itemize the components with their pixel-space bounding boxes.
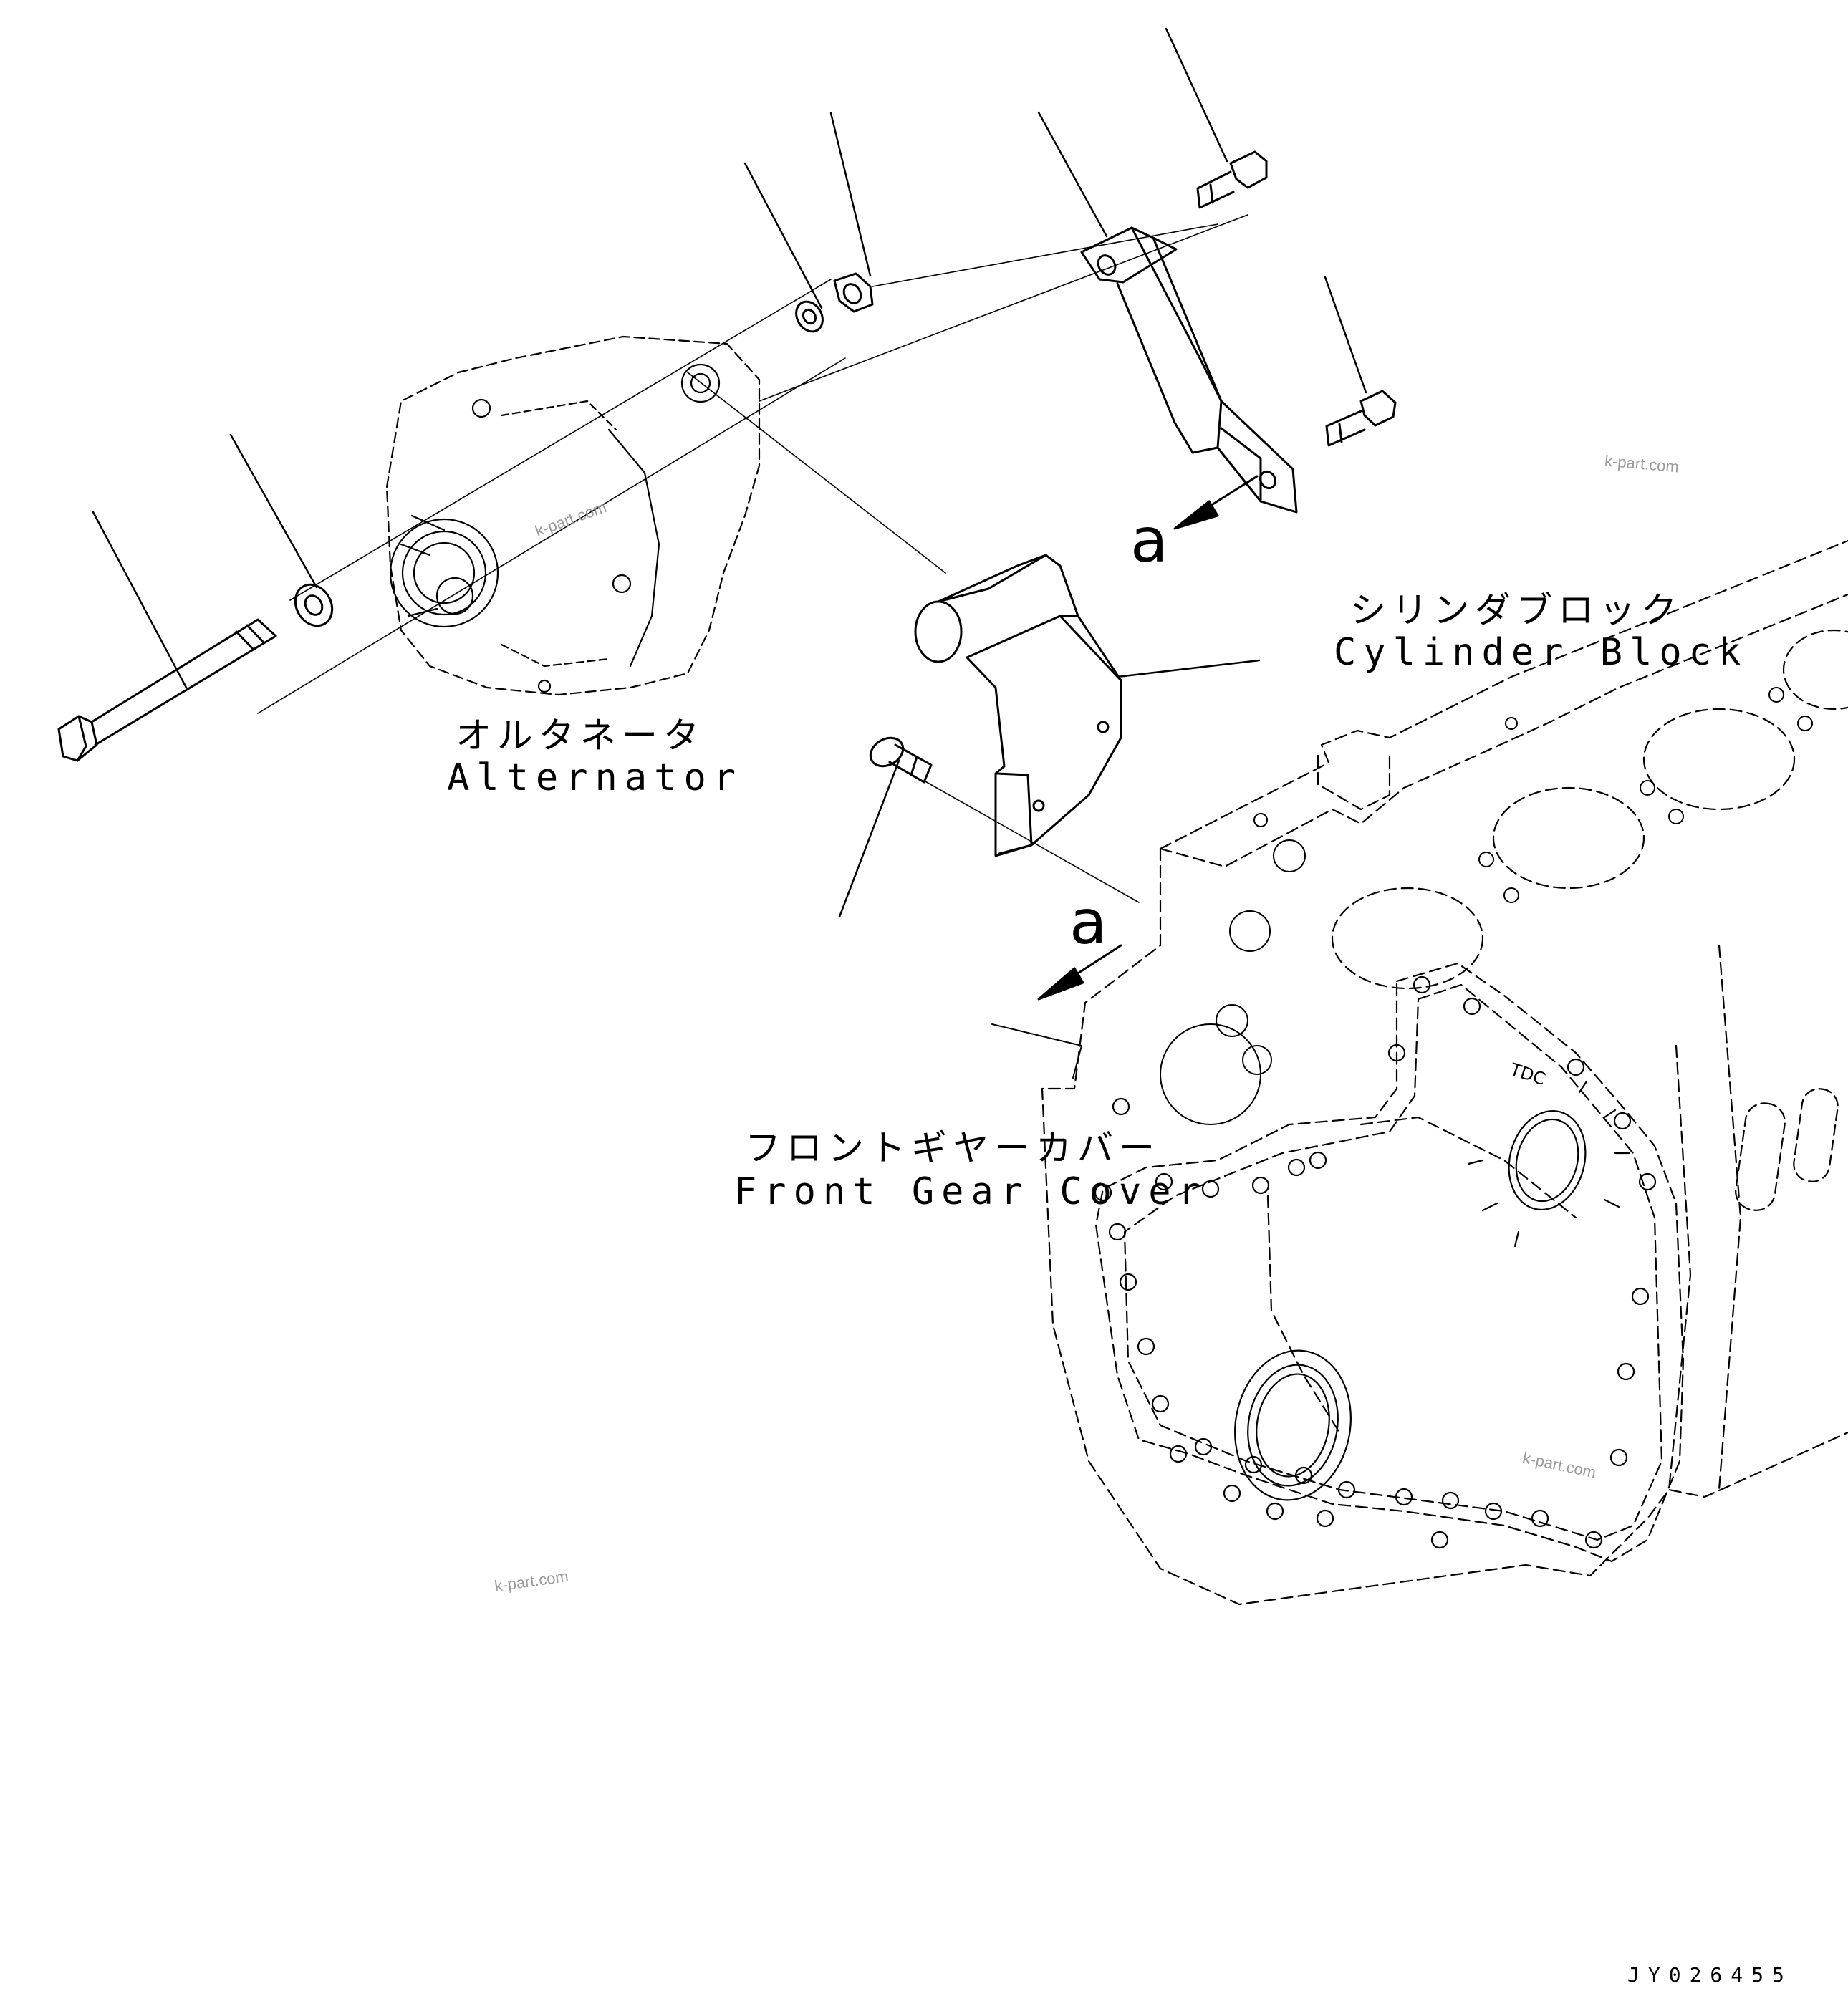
alternator-label-en: Alternator	[447, 756, 743, 799]
view-mark-lower: a	[1069, 887, 1107, 958]
view-arrow-upper	[1173, 475, 1259, 530]
crankshaft-seal	[1234, 1349, 1352, 1501]
front-gear-cover-label-en: Front Gear Cover	[734, 1170, 1208, 1213]
long-bolt	[57, 618, 277, 762]
alternator	[385, 335, 761, 696]
front-gear-cover-label-jp: フロントギヤーカバー	[745, 1127, 1160, 1169]
right-bolt	[1325, 390, 1397, 447]
view-arrow-lower	[991, 944, 1122, 1079]
cover-bolts	[1094, 975, 1657, 1549]
leader-lines	[92, 27, 1367, 918]
alternator-label-jp: オルタネータ	[456, 715, 705, 756]
side-covers	[1735, 1088, 1839, 1211]
upper-bolt	[1196, 150, 1268, 209]
tdc-seal	[1467, 1080, 1631, 1248]
alternator-washer	[294, 583, 334, 627]
bracket-bolt	[869, 736, 933, 784]
assembly-axes	[257, 214, 1248, 903]
drawing-code: JY026455	[1627, 1963, 1793, 1987]
block-holes	[1160, 687, 1813, 1125]
cylinder-bores	[1331, 629, 1848, 990]
alternator-mounting-bracket	[914, 554, 1122, 857]
cylinder-block-label-jp: シリンダブロック	[1350, 589, 1683, 631]
upper-washer	[795, 300, 824, 333]
upper-stay-bracket	[1080, 226, 1298, 514]
cylinder-block-label-en: Cylinder Block	[1334, 631, 1748, 674]
view-mark-upper: a	[1130, 505, 1168, 577]
cylinder-block	[1041, 539, 1848, 1606]
upper-nut	[833, 272, 874, 313]
